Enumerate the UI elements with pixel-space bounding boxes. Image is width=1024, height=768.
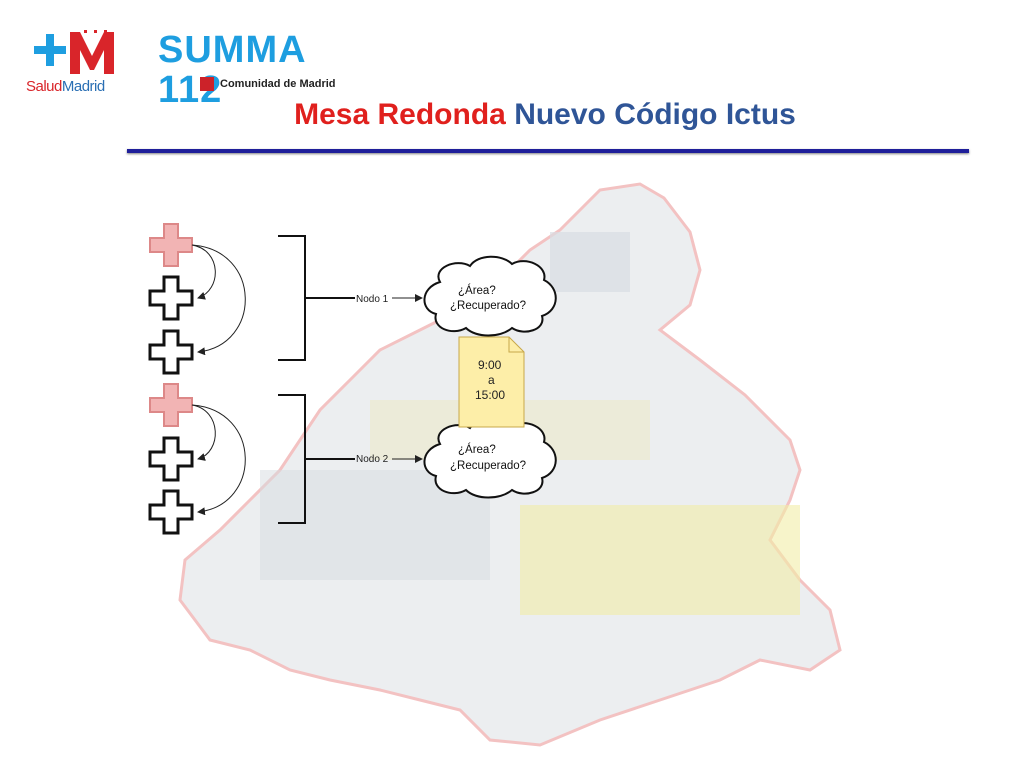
- hospital-cross-icon: [148, 489, 194, 535]
- node-1-cloud: ¿Área? ¿Recuperado?: [423, 255, 557, 337]
- schedule-start: 9:00: [478, 358, 502, 372]
- salud-madrid-wordmark: SaludMadrid: [26, 78, 105, 95]
- comunidad-text: Comunidad de Madrid: [220, 78, 336, 90]
- referral-arrow: [191, 244, 246, 356]
- title-part2: Nuevo Código Ictus: [514, 98, 796, 131]
- schedule-separator: a: [488, 373, 495, 387]
- referral-arrow: [191, 404, 216, 461]
- node-2-cloud: ¿Área? ¿Recuperado?: [423, 417, 557, 499]
- hospital-cross-highlight-icon: [149, 383, 193, 427]
- hospital-group-1: [148, 223, 355, 375]
- node-1-label: Nodo 1: [356, 294, 389, 305]
- hospital-group-2: [148, 383, 355, 535]
- node-2-label: Nodo 2: [356, 454, 389, 465]
- title-divider: [127, 149, 969, 153]
- referral-arrow: [191, 404, 246, 516]
- page-title: Mesa Redonda Nuevo Código Ictus: [0, 98, 1024, 132]
- monitor-photo: [550, 232, 630, 292]
- node-2-cloud-recovered: ¿Recuperado?: [450, 460, 526, 472]
- referral-arrow: [191, 244, 216, 300]
- group-bracket: [278, 394, 355, 524]
- salud-madrid-star-icon: [34, 30, 114, 74]
- summa-logo: SUMMA 112 SaludMadrid Comunidad de Madri…: [24, 30, 364, 110]
- schedule-note: 9:00 a 15:00: [458, 336, 525, 428]
- hospital-cross-icon: [148, 436, 194, 482]
- title-part1: Mesa Redonda: [294, 98, 506, 131]
- schedule-end: 15:00: [475, 388, 505, 402]
- hospital-cross-icon: [148, 275, 194, 321]
- node-2-cloud-area: ¿Área?: [458, 443, 496, 456]
- ambulance-photo: [520, 505, 800, 615]
- group-bracket: [278, 235, 355, 361]
- node-1-cloud-recovered: ¿Recuperado?: [450, 300, 526, 312]
- salud-text: Salud: [26, 78, 62, 95]
- hospital-cross-highlight-icon: [149, 223, 193, 267]
- comunidad-flag-icon: [200, 77, 214, 91]
- madrid-text: Madrid: [61, 78, 105, 95]
- hospital-cross-icon: [148, 329, 194, 375]
- node-1-cloud-area: ¿Área?: [458, 284, 496, 297]
